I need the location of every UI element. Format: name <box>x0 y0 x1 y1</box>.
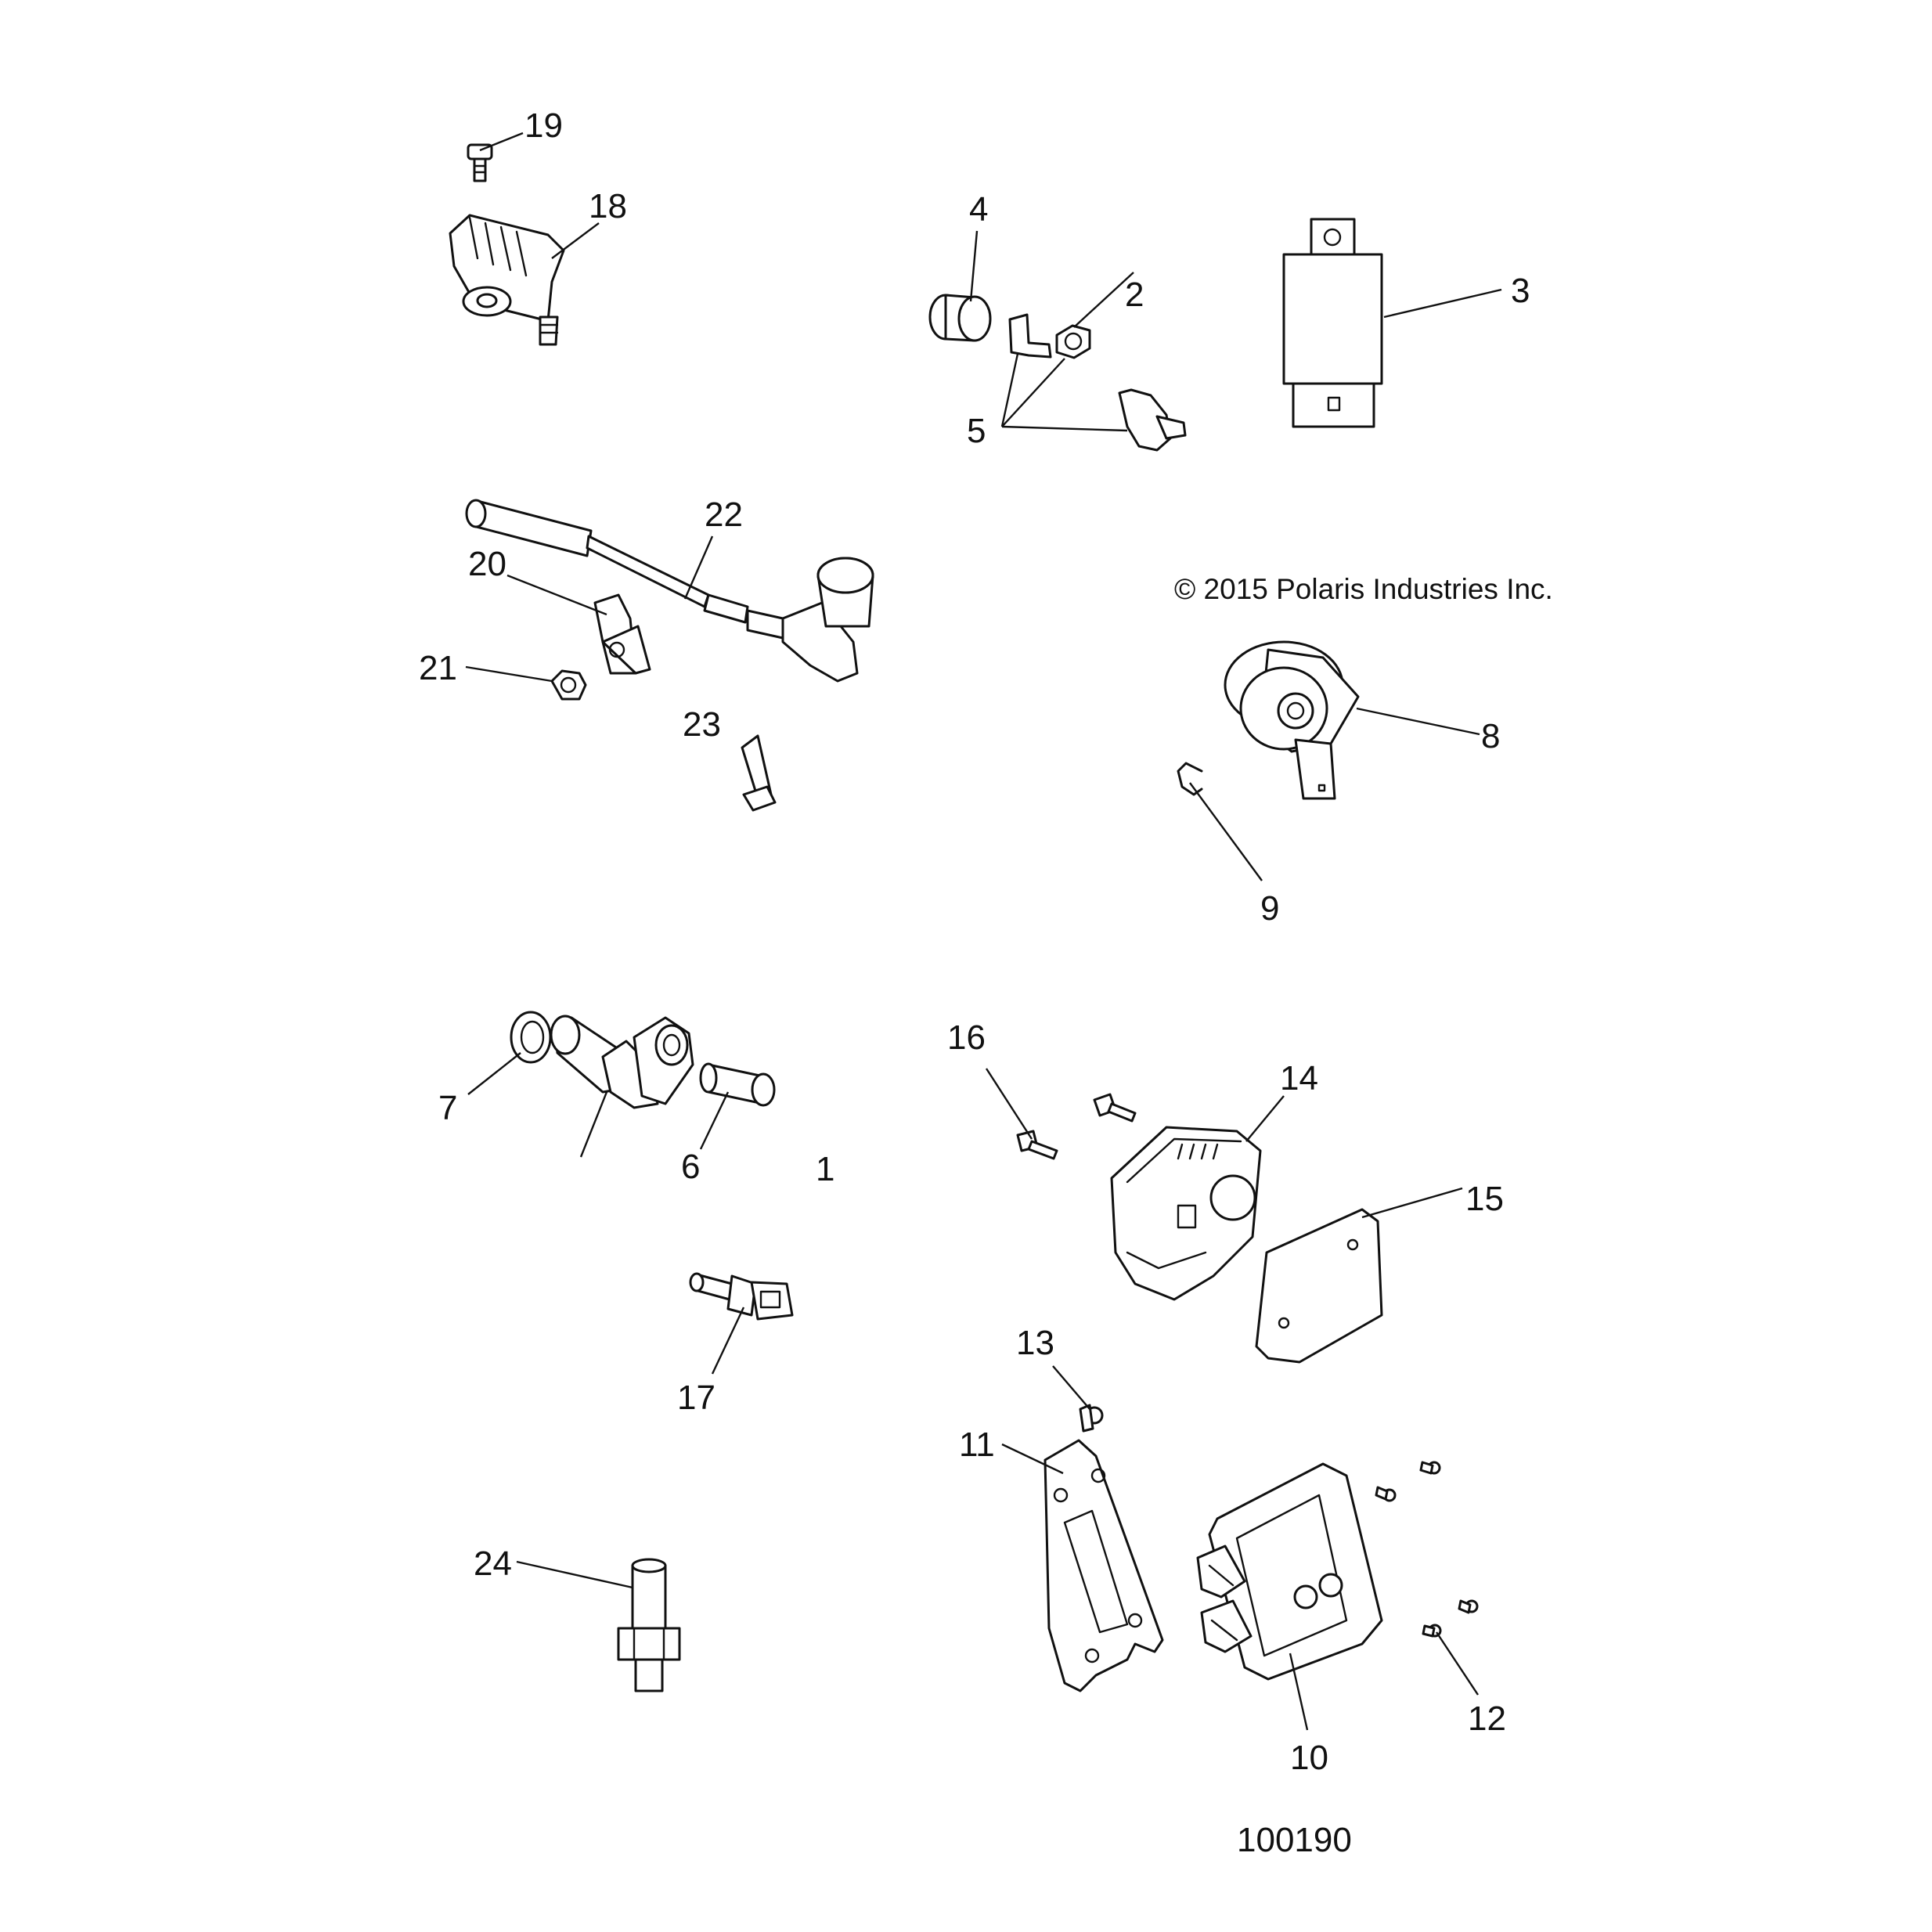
part-16-screws <box>1016 1093 1137 1160</box>
part-6-sleeve <box>699 1062 776 1107</box>
callout-15: 15 <box>1465 1180 1504 1218</box>
callout-18: 18 <box>589 187 627 225</box>
callout-6: 6 <box>681 1148 700 1186</box>
part-1-cam-sensor <box>550 1015 694 1109</box>
part-12-screws <box>1375 1461 1479 1638</box>
callout-23: 23 <box>683 705 721 744</box>
callout-10: 10 <box>1290 1739 1328 1777</box>
callout-24: 24 <box>474 1545 512 1583</box>
part-21-nut <box>550 669 587 701</box>
part-17-temp-sensor <box>689 1272 794 1321</box>
callout-13: 13 <box>1016 1324 1054 1362</box>
callout-1: 1 <box>816 1150 834 1188</box>
part-11-bracket <box>1043 1439 1164 1692</box>
part-13-screw <box>1079 1404 1104 1433</box>
callout-4: 4 <box>969 190 988 229</box>
callout-5: 5 <box>967 412 986 450</box>
callout-8: 8 <box>1481 717 1500 755</box>
part-4-cap <box>928 294 992 342</box>
part-24-pressure-switch <box>617 1558 681 1692</box>
part-8-knock-sensor <box>1224 640 1360 800</box>
callout-14: 14 <box>1280 1059 1318 1098</box>
part-20-clip <box>593 593 651 675</box>
callout-7: 7 <box>438 1089 457 1127</box>
figure-number: 100190 <box>1237 1821 1352 1859</box>
part-5-switch-assembly <box>1008 313 1187 452</box>
callout-labels: 1 2 3 4 5 6 7 8 9 10 11 12 13 14 15 16 1… <box>419 106 1530 1777</box>
callout-21: 21 <box>419 649 457 687</box>
callout-17: 17 <box>677 1379 715 1417</box>
callout-22: 22 <box>705 496 743 534</box>
callout-19: 19 <box>524 106 563 145</box>
copyright-text: © 2015 Polaris Industries Inc. <box>1174 573 1553 605</box>
part-14-ecu-housing <box>1110 1126 1262 1301</box>
callout-16: 16 <box>947 1018 986 1057</box>
part-23-bolt <box>741 734 777 812</box>
callout-2: 2 <box>1125 276 1144 314</box>
part-22-speed-sensor <box>465 499 874 683</box>
callout-12: 12 <box>1468 1700 1506 1738</box>
callout-9: 9 <box>1260 889 1279 928</box>
leader-lines <box>465 132 1502 1731</box>
part-3-relay-module <box>1282 218 1383 428</box>
part-18-map-sensor <box>449 214 565 346</box>
part-15-gasket <box>1255 1208 1383 1364</box>
callout-11: 11 <box>959 1426 995 1464</box>
part-10-ecu <box>1196 1462 1383 1681</box>
callout-20: 20 <box>468 545 506 583</box>
callout-3: 3 <box>1511 272 1530 310</box>
part-9-clip <box>1177 762 1203 796</box>
